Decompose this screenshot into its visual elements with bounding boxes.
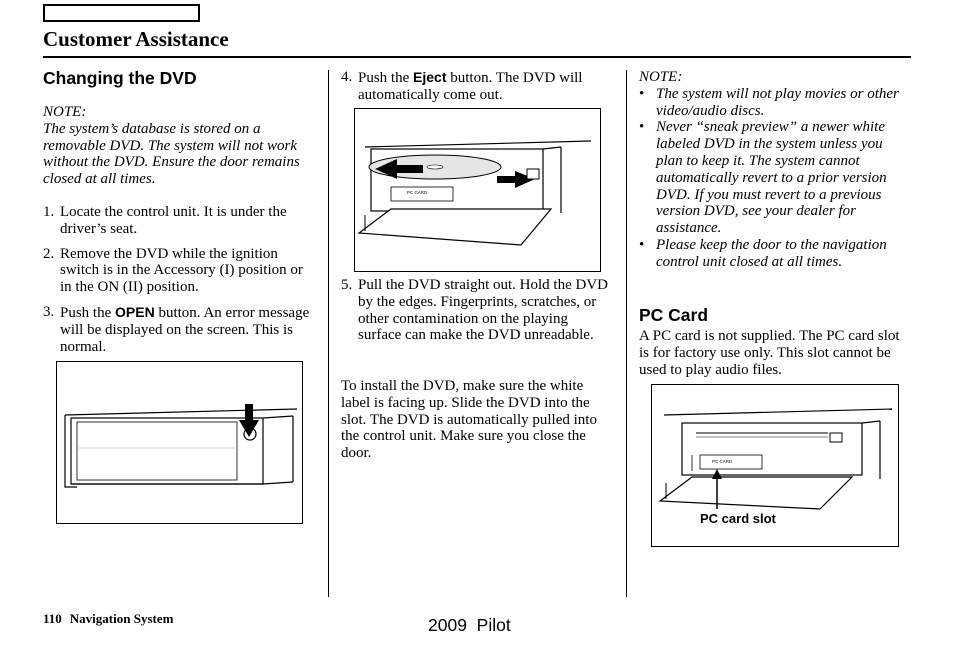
header-rule [43, 56, 911, 58]
note-item-text: Never “sneak preview” a newer white labe… [656, 119, 887, 237]
step-text-pre: Push the [358, 70, 414, 86]
eject-button-icon [829, 432, 843, 443]
note-text: The system’s database is stored on a rem… [43, 120, 300, 188]
header-tab-box [43, 4, 200, 22]
bullet: • [639, 85, 645, 102]
arrow-down-icon [239, 404, 259, 437]
step-item: 3. Push the OPEN button. An error messag… [43, 304, 318, 355]
pc-card-slot-label: PC CARD [407, 190, 428, 195]
step-item: 4. Push the Eject button. The DVD will a… [341, 69, 613, 104]
bullet: • [639, 119, 645, 136]
column-divider-1 [328, 70, 329, 597]
section-title: Customer Assistance [43, 27, 229, 51]
steps-list-2a: 4. Push the Eject button. The DVD will a… [341, 69, 613, 112]
note-block-2: NOTE: • The system will not play movies … [639, 69, 911, 271]
step-text: Remove the DVD while the ignition switch… [60, 245, 303, 296]
note-item-text: The system will not play movies or other… [656, 85, 899, 119]
install-paragraph: To install the DVD, make sure the white … [341, 378, 597, 462]
pc-card-illustration: PC CARD [658, 408, 893, 510]
steps-list-1: 1. Locate the control unit. It is under … [43, 204, 318, 363]
dvd-eject-illustration: PC CARD [357, 140, 592, 246]
step-text-pre: Push the [60, 304, 116, 321]
bullet: • [639, 236, 645, 253]
page-number: 110 [43, 611, 62, 626]
step-item: 2. Remove the DVD while the ignition swi… [43, 246, 318, 296]
step-text: Pull the DVD straight out. Hold the DVD … [358, 277, 608, 344]
note-item: • Never “sneak preview” a newer white la… [639, 119, 911, 237]
footer-model: 2009 Pilot [428, 615, 511, 635]
column-divider-2 [626, 70, 627, 597]
footer-left: 110 Navigation System [43, 611, 173, 627]
step-text-post: button. An error message will be display… [60, 304, 310, 355]
figure-eject-dvd: PC CARD [354, 108, 601, 272]
eject-key-label: Eject [413, 69, 447, 85]
step-number: 3. [43, 303, 55, 320]
control-unit-illustration [64, 404, 298, 488]
steps-list-2b: 5. Pull the DVD straight out. Hold the D… [341, 277, 613, 352]
pc-card-slot-label: PC CARD [712, 459, 733, 464]
arrow-right-icon [497, 171, 535, 188]
step-number: 4. [341, 69, 353, 85]
heading-pc-card: PC Card [639, 305, 709, 325]
heading-changing-dvd: Changing the DVD [43, 68, 197, 88]
arrow-left-icon [375, 159, 423, 179]
step-item: 1. Locate the control unit. It is under … [43, 204, 318, 238]
note-label: NOTE: [43, 104, 87, 120]
step-number: 2. [43, 245, 55, 262]
note-label: NOTE: [639, 69, 683, 85]
figure-open-button [56, 361, 303, 524]
figure-pc-card-slot: PC CARD PC card slot [651, 384, 899, 547]
pc-card-slot-callout: PC card slot [700, 511, 776, 526]
eject-button-icon [526, 168, 540, 180]
step-text-post: button. The DVD will automatically come … [358, 70, 583, 103]
callout-line [712, 469, 722, 509]
open-key-label: OPEN [115, 303, 155, 320]
footer-section: Navigation System [69, 611, 174, 626]
open-door [658, 476, 854, 510]
note-item-text: Please keep the door to the navigation c… [656, 236, 887, 270]
open-door [357, 208, 553, 246]
step-text: Locate the control unit. It is under the… [60, 204, 287, 237]
note-block-1: NOTE: The system’s database is stored on… [43, 104, 318, 188]
note-item: • The system will not play movies or oth… [639, 86, 911, 120]
step-number: 1. [43, 204, 55, 220]
step-item: 5. Pull the DVD straight out. Hold the D… [341, 277, 613, 344]
pc-card-paragraph: A PC card is not supplied. The PC card s… [639, 328, 900, 378]
note-item: • Please keep the door to the navigation… [639, 237, 911, 271]
step-number: 5. [341, 277, 353, 293]
